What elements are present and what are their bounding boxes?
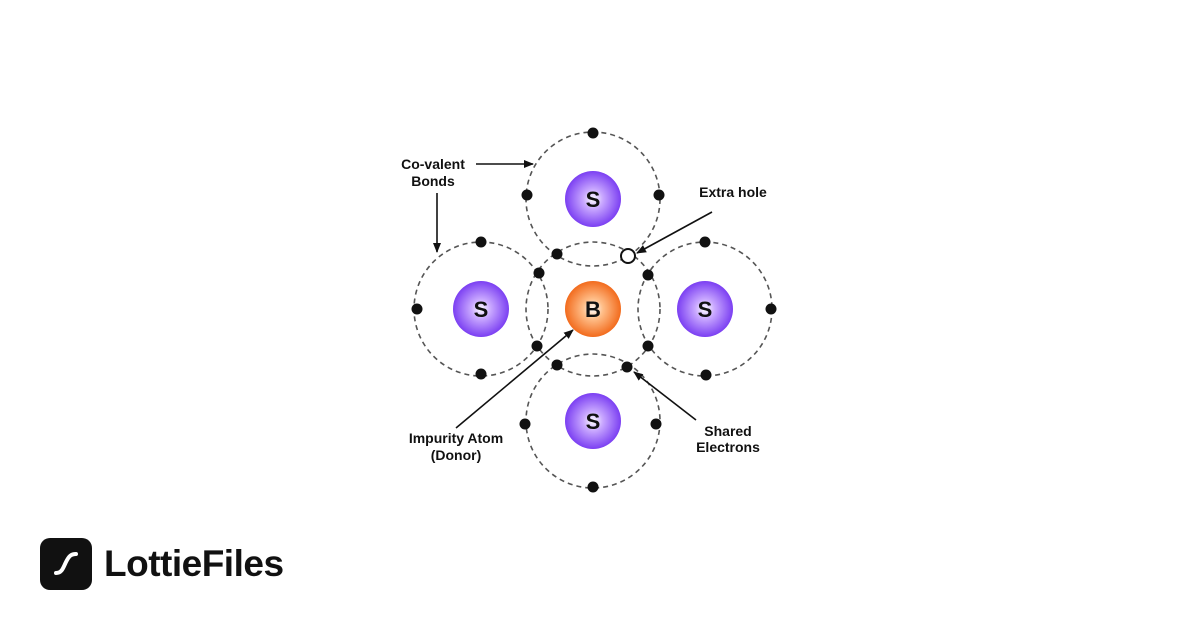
electron	[475, 236, 487, 248]
label-shared-electrons-line1: Shared	[704, 423, 751, 439]
electron	[587, 481, 599, 493]
electron	[621, 361, 633, 373]
electron	[411, 303, 423, 315]
electron	[531, 340, 543, 352]
atom-left-symbol: S	[474, 297, 489, 322]
arrow-impurity	[455, 329, 574, 429]
label-covalent-bonds-line2: Bonds	[411, 173, 455, 189]
label-extra-hole: Extra hole	[699, 184, 767, 200]
electron	[653, 189, 665, 201]
brand-logo: LottieFiles	[40, 538, 284, 590]
electron	[642, 269, 654, 281]
orbit-center	[525, 241, 661, 377]
atoms: S S B S S	[453, 171, 733, 449]
electron	[642, 340, 654, 352]
arrow-shared	[633, 371, 697, 421]
label-impurity-atom-line2: (Donor)	[431, 447, 482, 463]
brand-name: LottieFiles	[104, 543, 284, 584]
label-shared-electrons-line2: Electrons	[696, 439, 760, 455]
electron	[551, 248, 563, 260]
label-impurity-atom-line1: Impurity Atom	[409, 430, 503, 446]
electron	[521, 189, 533, 201]
atom-bottom-symbol: S	[586, 409, 601, 434]
arrow-extra-hole	[636, 211, 713, 254]
label-covalent-bonds-line1: Co-valent	[401, 156, 465, 172]
atom-right-symbol: S	[698, 297, 713, 322]
electrons	[411, 127, 777, 493]
electron	[533, 267, 545, 279]
atom-right-nucleus	[677, 281, 733, 337]
electron	[551, 359, 563, 371]
extra-hole	[620, 248, 636, 264]
labels: Co-valent Bonds Extra hole Impurity Atom…	[401, 156, 767, 463]
atom-bottom-nucleus	[565, 393, 621, 449]
arrows	[433, 160, 713, 429]
lottiefiles-logo-icon	[40, 538, 92, 590]
electron	[765, 303, 777, 315]
electron	[587, 127, 599, 139]
electron	[475, 368, 487, 380]
atom-center-symbol: B	[585, 297, 601, 322]
electron	[650, 418, 662, 430]
atom-top-nucleus	[565, 171, 621, 227]
atom-center-nucleus	[565, 281, 621, 337]
atom-top-symbol: S	[586, 187, 601, 212]
electron	[699, 236, 711, 248]
atom-left-nucleus	[453, 281, 509, 337]
electron	[700, 369, 712, 381]
electron	[519, 418, 531, 430]
